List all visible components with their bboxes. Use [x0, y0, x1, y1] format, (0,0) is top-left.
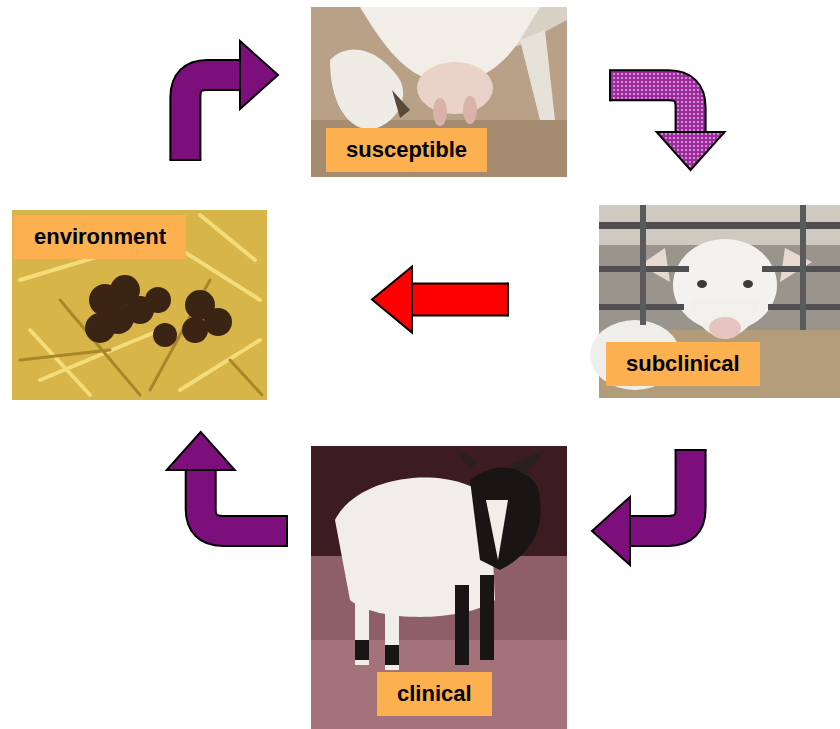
node-label: susceptible — [346, 137, 467, 162]
cycle-arrow — [169, 41, 278, 160]
arrow-tail — [286, 515, 288, 547]
subclinical-photo-box: subclinical — [599, 205, 840, 398]
clinical-photo-box: clinical — [311, 446, 567, 729]
arrow-shaft — [185, 75, 242, 160]
environment-photo — [12, 210, 267, 400]
susceptible-photo-box: susceptible — [311, 7, 567, 177]
cycle-arrow — [610, 69, 725, 170]
label-box: clinical — [377, 672, 492, 716]
node-label: clinical — [397, 681, 472, 706]
subclinical-photo — [590, 205, 840, 398]
arrow-head — [657, 132, 725, 170]
clinical-photo — [311, 446, 567, 729]
arrow-outline — [628, 450, 691, 531]
arrow-head — [240, 41, 278, 109]
cycle-arrow — [372, 267, 508, 333]
cycle-arrow — [167, 432, 287, 547]
arrow-shaft — [410, 285, 508, 315]
arrow-outline — [610, 85, 691, 134]
arrow-shaft — [201, 468, 287, 531]
node-label: environment — [34, 224, 166, 249]
label-box: subclinical — [606, 342, 760, 386]
arrow-tail — [169, 159, 201, 161]
susceptible-photo — [311, 7, 567, 177]
node-label: subclinical — [626, 351, 740, 376]
arrow-tail — [675, 449, 707, 451]
arrow-shaft — [610, 85, 691, 134]
arrow-tail — [609, 69, 611, 101]
cycle-arrow — [592, 450, 707, 565]
arrow-head — [592, 497, 630, 565]
label-box: environment — [14, 215, 186, 259]
arrow-outline — [201, 468, 287, 531]
arrow-tail — [507, 283, 509, 317]
arrow-head — [167, 432, 235, 470]
arrow-shaft — [628, 450, 691, 531]
arrow-outline — [410, 283, 508, 317]
arrow-head — [372, 267, 412, 333]
arrow-outline — [185, 75, 242, 160]
label-box: susceptible — [326, 128, 487, 172]
environment-photo-box: environment — [12, 210, 267, 400]
